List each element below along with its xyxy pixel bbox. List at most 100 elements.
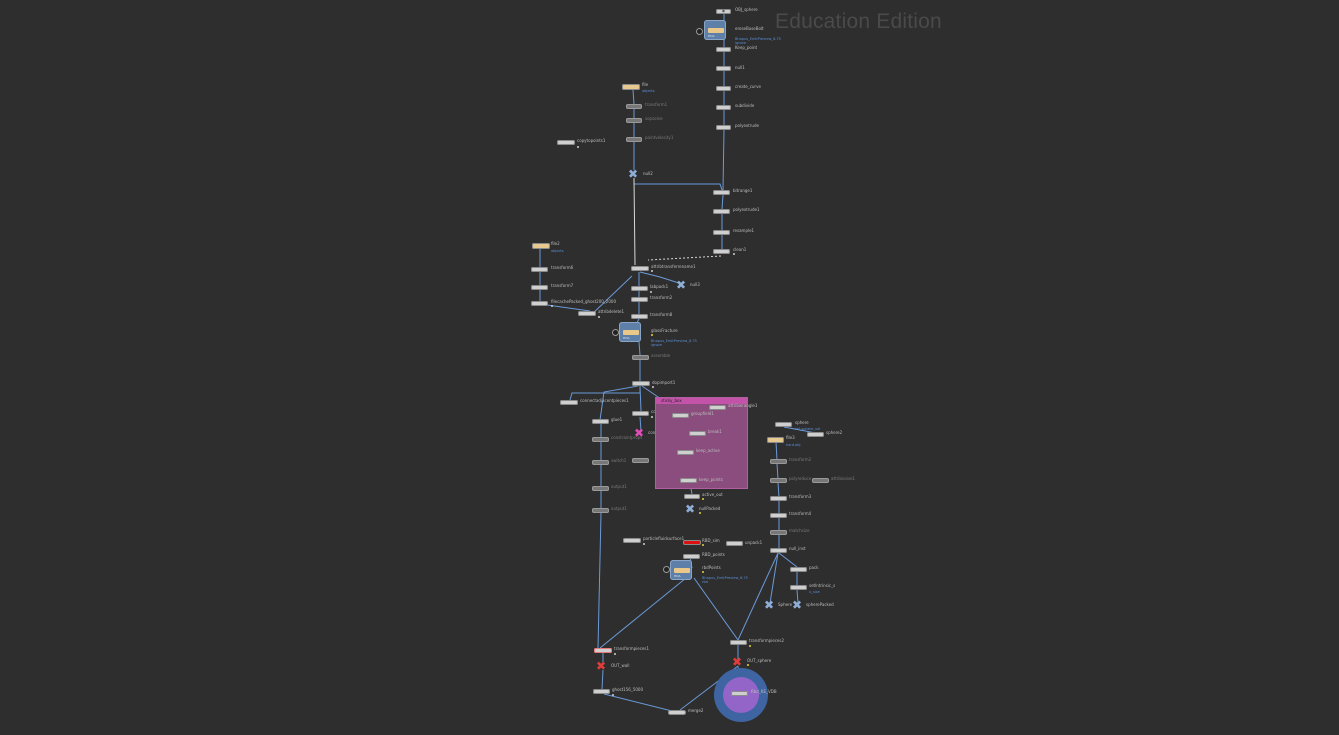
sphere-right-sub: ref_sphere_vel	[795, 427, 821, 431]
transform4-node[interactable]	[770, 513, 787, 518]
keep-point-node[interactable]	[716, 47, 731, 52]
nb-node3[interactable]	[689, 431, 706, 436]
copytopoints-label: copytopoints1	[577, 138, 606, 143]
dopimport-node[interactable]	[632, 381, 650, 386]
pack-label: pack	[809, 565, 819, 570]
polyextrude-node[interactable]	[716, 125, 731, 130]
out-wall-x-icon[interactable]: ✖	[596, 659, 607, 673]
sphere-base-hda-node[interactable]: HDA	[704, 20, 726, 40]
sphere-base-sub: Bhapus_EmitPreview_6.75	[735, 37, 781, 41]
bypass-h-node[interactable]	[592, 486, 609, 491]
bypass-k-node[interactable]	[812, 478, 829, 483]
ring-node[interactable]	[731, 691, 748, 696]
labpack-node[interactable]	[631, 286, 648, 291]
flag-dot	[577, 146, 579, 148]
merge1-label: bitrange1	[733, 188, 753, 193]
nb-node4-label: keep_active	[696, 448, 720, 453]
display-flag-icon[interactable]	[612, 329, 619, 336]
attribdelete-label: attribdelete1	[598, 309, 625, 314]
nb-node4[interactable]	[677, 450, 694, 455]
pack-node[interactable]	[790, 567, 807, 572]
obj-sphere-node[interactable]: ◉	[716, 8, 731, 14]
create-curve-label: create_curve	[735, 84, 761, 89]
nb-node5-label: keep_points	[699, 477, 723, 482]
sphere-base-label: eroseBaseBolt	[735, 26, 764, 31]
null2-x-icon[interactable]: ✖	[628, 167, 639, 181]
glue-node[interactable]	[592, 419, 609, 424]
merge2-node[interactable]	[668, 710, 686, 715]
out-sphere-x-icon[interactable]: ✖	[732, 655, 743, 669]
glass-hda-sub2: ignore	[651, 343, 663, 347]
rbd-sim-label: RBD_sim	[702, 538, 720, 543]
bypass-j-node[interactable]	[770, 478, 787, 483]
transform8-node[interactable]	[631, 314, 648, 319]
bypass-c-node[interactable]	[626, 137, 642, 142]
active-out-node[interactable]	[684, 494, 700, 499]
bypass-i2-node[interactable]	[592, 508, 609, 513]
file-right-node[interactable]	[767, 437, 784, 443]
rbd-points-node[interactable]	[683, 554, 700, 559]
null1-node[interactable]	[716, 66, 731, 71]
glass-hda-node[interactable]: HDA	[619, 322, 641, 342]
file-left-node[interactable]	[532, 243, 550, 249]
bypass-l-node[interactable]	[770, 530, 787, 535]
sphere2-node[interactable]	[807, 432, 824, 437]
bypass-a-node[interactable]	[626, 104, 642, 109]
transform2-node[interactable]	[631, 297, 648, 302]
transform-pieces2-node[interactable]	[730, 640, 747, 645]
filecache-left-node[interactable]	[531, 301, 548, 306]
transform7-node[interactable]	[531, 285, 548, 290]
merge1-node[interactable]	[713, 190, 730, 195]
intrinsic-node[interactable]	[790, 585, 807, 590]
bypass-f-node[interactable]	[592, 437, 609, 442]
nb-node1[interactable]	[672, 413, 689, 418]
keep-point-label: Keep_point	[735, 45, 758, 50]
nb-node2[interactable]	[709, 405, 726, 410]
transform-pieces1-node[interactable]	[594, 648, 612, 653]
network-box[interactable]: sticky_box	[655, 397, 748, 489]
flag-dot	[651, 416, 653, 418]
bypass-d-node[interactable]	[632, 355, 649, 360]
null3-x-icon[interactable]: ✖	[676, 278, 687, 292]
warning-dot	[702, 498, 704, 500]
sphere-packed-x-icon[interactable]: ✖	[792, 598, 803, 612]
resample1-node[interactable]	[713, 230, 730, 235]
clean1-node[interactable]	[713, 249, 730, 254]
ghost-cache-node[interactable]	[593, 689, 610, 694]
network-box-header[interactable]: sticky_box	[656, 398, 747, 404]
create-curve-node[interactable]	[716, 86, 731, 91]
rbd-constraint-node[interactable]	[632, 411, 649, 416]
bypass-h-label: output1	[611, 484, 627, 489]
polyextrude1-node[interactable]	[713, 209, 730, 214]
connectadjacent-node[interactable]	[560, 400, 578, 405]
intrinsic-sub: u_size	[809, 590, 820, 594]
display-flag-icon[interactable]	[696, 28, 703, 35]
copytopoints-node[interactable]	[557, 140, 575, 145]
bypass-g-node[interactable]	[592, 460, 609, 465]
particlefluid-node[interactable]	[623, 538, 641, 543]
bypass-i-node[interactable]	[770, 459, 787, 464]
null-packed-x-icon[interactable]: ✖	[685, 502, 696, 516]
file-top-node[interactable]	[622, 84, 640, 90]
sphere-right-node[interactable]	[775, 422, 792, 427]
constraints-x-icon[interactable]: ✖	[634, 426, 645, 440]
rbd-hda-node[interactable]: HDA	[670, 560, 692, 580]
unpack-node[interactable]	[726, 541, 743, 546]
bypass-l-label: matchsize	[789, 528, 810, 533]
display-flag-icon[interactable]	[663, 566, 670, 573]
attribdelete-node[interactable]	[578, 311, 596, 316]
null-inst-node[interactable]	[770, 548, 787, 553]
subdivide-node[interactable]	[716, 105, 731, 110]
bypass-f-label: constraintprops	[611, 435, 643, 440]
sphere-x-icon[interactable]: ✖	[764, 598, 775, 612]
attribtransfer-node[interactable]	[631, 266, 649, 271]
subdivide-label: subdivide	[735, 103, 755, 108]
transform3-node[interactable]	[770, 496, 787, 501]
bypass-j2-node[interactable]	[632, 458, 649, 463]
transform6-node[interactable]	[531, 267, 548, 272]
nb-node5[interactable]	[680, 478, 697, 483]
clean1-label: clean1	[733, 247, 747, 252]
file-left-sub: objects	[551, 249, 564, 253]
rbd-sim-node[interactable]	[683, 540, 701, 545]
bypass-b-node[interactable]	[626, 118, 642, 123]
